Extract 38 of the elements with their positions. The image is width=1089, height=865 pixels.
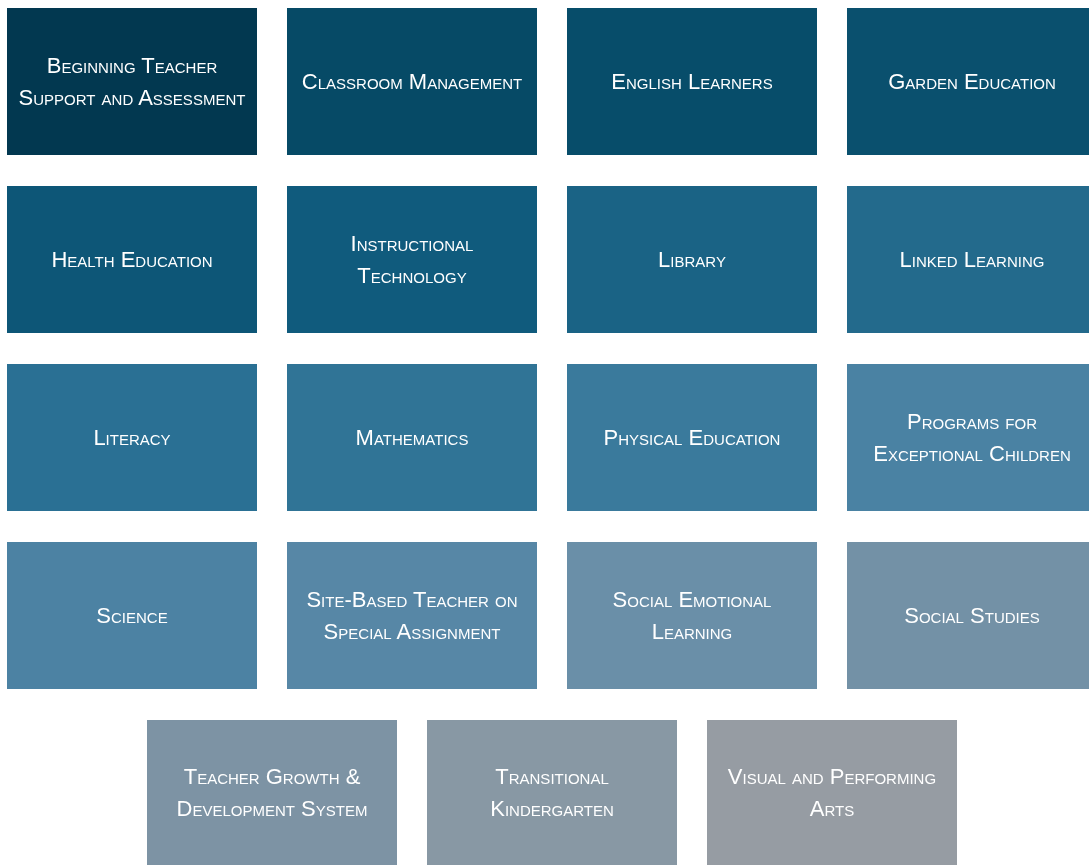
topic-tile bbox=[287, 542, 537, 689]
topic-tile bbox=[847, 8, 1089, 155]
topic-tile bbox=[287, 8, 537, 155]
topic-tile bbox=[287, 186, 537, 333]
topic-tile bbox=[427, 720, 677, 865]
topic-tile bbox=[7, 542, 257, 689]
topic-tile bbox=[707, 720, 957, 865]
topic-label: Social Studies bbox=[904, 601, 1040, 630]
topic-tile bbox=[7, 364, 257, 511]
topic-label: Mathematics bbox=[355, 423, 469, 452]
topic-label: English Learners bbox=[611, 67, 773, 96]
topic-label: Garden Education bbox=[888, 67, 1056, 96]
topic-label: Visual and Performing Arts bbox=[726, 762, 938, 823]
topic-tile bbox=[7, 186, 257, 333]
topic-label: Science bbox=[96, 601, 168, 630]
topic-label: Transitional Kindergarten bbox=[489, 762, 615, 823]
topic-label: Beginning Teacher Support and Assessment bbox=[17, 51, 247, 112]
topic-tile bbox=[567, 186, 817, 333]
topic-label: Instructional Technology bbox=[349, 229, 475, 290]
topic-tile bbox=[847, 542, 1089, 689]
topic-tile bbox=[147, 720, 397, 865]
topic-label: Health Education bbox=[51, 245, 213, 274]
topic-tile bbox=[7, 8, 257, 155]
topic-label: Social Emotional Learning bbox=[611, 585, 773, 646]
topic-tile bbox=[567, 364, 817, 511]
topic-label: Programs for Exceptional Children bbox=[872, 407, 1072, 468]
topic-label: Physical Education bbox=[603, 423, 781, 452]
topic-label: Literacy bbox=[93, 423, 171, 452]
topic-tile bbox=[847, 364, 1089, 511]
topic-tile bbox=[287, 364, 537, 511]
topic-tile bbox=[567, 8, 817, 155]
topic-label: Teacher Growth & Development System bbox=[175, 762, 369, 823]
topic-tile bbox=[567, 542, 817, 689]
topic-tile bbox=[847, 186, 1089, 333]
topic-label: Linked Learning bbox=[899, 245, 1045, 274]
topic-label: Classroom Management bbox=[301, 67, 523, 96]
topic-label: Site-Based Teacher on Special Assignment bbox=[305, 585, 519, 646]
topic-label: Library bbox=[658, 245, 726, 274]
